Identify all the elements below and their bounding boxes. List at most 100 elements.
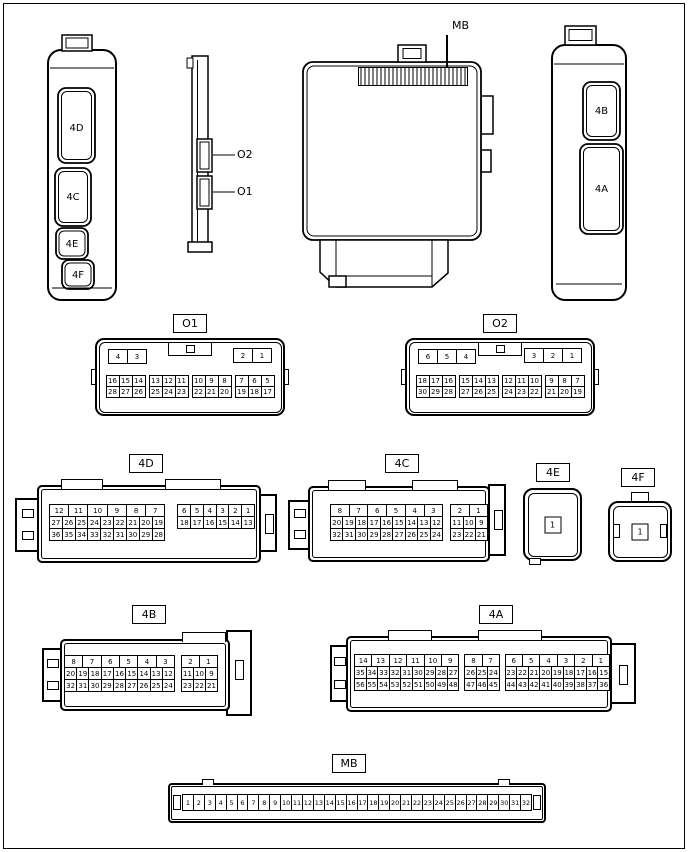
end-tab (533, 795, 541, 810)
cap-slot (619, 665, 628, 685)
end-cap (608, 643, 636, 704)
o1-connector-side (196, 175, 213, 210)
top-rib (478, 630, 542, 640)
mb-strip-top-view (358, 67, 468, 86)
pin-32: 32 (64, 679, 78, 692)
pin-35: 35 (61, 528, 76, 541)
pin-21: 21 (204, 386, 219, 398)
pin-29: 29 (428, 386, 443, 398)
cavity-label-4a: 4A (595, 184, 608, 195)
mount-tab (564, 25, 597, 46)
pin-18: 18 (247, 386, 262, 398)
pin-1: 1 (631, 523, 649, 541)
main-junction-block-view (302, 44, 494, 288)
pin-13: 13 (241, 516, 255, 529)
pin-30: 30 (354, 528, 369, 541)
pin-2: 2 (543, 348, 563, 363)
side-wing (660, 524, 667, 538)
connector-face-4f: 1 (608, 492, 672, 562)
pin-28: 28 (379, 528, 394, 541)
o2-connector-side (196, 138, 213, 173)
pin-19: 19 (570, 386, 585, 398)
pin-4: 4 (108, 349, 128, 364)
pin-24: 24 (161, 679, 175, 692)
connector-shell-inner (527, 492, 578, 557)
cavity-label-4e: 4E (66, 239, 79, 250)
connector-shell-inner (171, 786, 543, 820)
pin-29: 29 (138, 528, 153, 541)
pin-28: 28 (105, 386, 120, 398)
ear-slot (47, 681, 59, 690)
lock-slot (495, 345, 505, 353)
top-rib (202, 779, 214, 785)
pin-1: 1 (252, 348, 272, 363)
pin-28: 28 (151, 528, 166, 541)
cap-slot (494, 510, 503, 530)
pin-2: 2 (233, 348, 253, 363)
pin-22: 22 (193, 679, 206, 692)
ear-slot (334, 680, 346, 689)
top-lug (397, 44, 427, 63)
ear-slot (294, 530, 306, 539)
pin-23: 23 (450, 528, 464, 541)
pin-33: 33 (87, 528, 102, 541)
pin-3: 3 (155, 655, 175, 668)
pin-26: 26 (131, 386, 146, 398)
pin-25: 25 (484, 386, 499, 398)
pin-15: 15 (597, 666, 611, 679)
top-rib (61, 479, 103, 489)
lower-housing (319, 239, 449, 288)
pin-1: 1 (562, 348, 582, 363)
cavity-label-4c: 4C (66, 192, 79, 203)
pin-26: 26 (471, 386, 486, 398)
pin-1: 1 (591, 654, 610, 667)
pin-27: 27 (392, 528, 406, 541)
pin-19: 19 (234, 386, 249, 398)
pin-21: 21 (544, 386, 559, 398)
cavity-4D (57, 87, 96, 164)
pin-29: 29 (367, 528, 381, 541)
side-lug (480, 95, 494, 135)
top-rib (388, 630, 432, 640)
label-o2: O2 (237, 148, 253, 161)
pin-23: 23 (174, 386, 189, 398)
center-lock-notch (168, 342, 212, 356)
side-lug-2 (480, 149, 492, 173)
side-wing (613, 524, 620, 538)
cavity-4B (582, 81, 621, 141)
pin-27: 27 (458, 386, 473, 398)
cavity-label-4f: 4F (72, 270, 84, 281)
mount-ear (288, 500, 310, 550)
pin-8: 8 (217, 375, 232, 387)
